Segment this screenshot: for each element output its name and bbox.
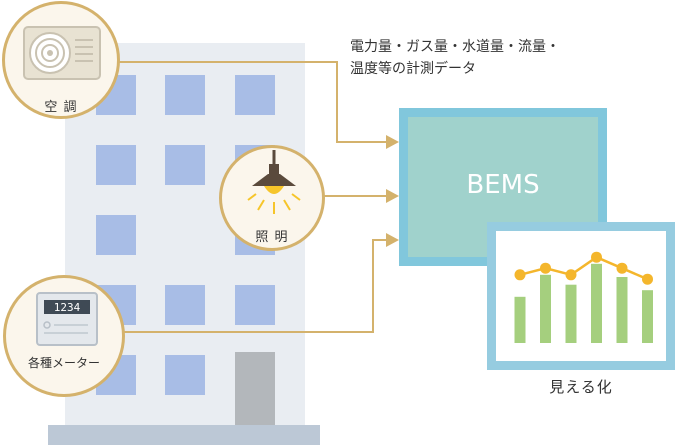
lighting-circle: 照 明 [219, 145, 325, 251]
chart-bar [642, 290, 653, 343]
building-window [165, 145, 205, 185]
chart-point [565, 269, 577, 281]
arrowhead-meters [386, 233, 399, 247]
chart-bar [565, 284, 577, 343]
bems-label: BEMS [466, 170, 540, 200]
meters-label: 各種メーター [27, 356, 100, 370]
connector-air-conditioning [118, 61, 388, 143]
air-conditioning-circle: 空 調 [2, 1, 120, 119]
meters-circle: 1234 各種メーター [3, 275, 125, 397]
visualization-mini-chart [514, 251, 653, 343]
building-window [165, 75, 205, 115]
arrowhead-lighting [386, 189, 399, 203]
arrowhead-air-conditioning [386, 135, 399, 149]
chart-bar [616, 277, 628, 343]
measurement-data-caption: 電力量・ガス量・水道量・流量・ 温度等の計測データ [350, 39, 560, 77]
chart-point [514, 269, 526, 281]
chart-bar [540, 274, 551, 343]
air-conditioner-icon [23, 26, 101, 80]
building-window [165, 285, 205, 325]
chart-point [642, 273, 653, 285]
air-conditioning-label: 空 調 [44, 100, 78, 115]
chart-point [591, 251, 602, 263]
ceiling-lamp-icon [247, 150, 301, 214]
ground [48, 425, 320, 445]
chart-point [616, 262, 628, 274]
building-window [165, 355, 205, 395]
chart-bar [591, 263, 602, 343]
lighting-label: 照 明 [255, 230, 289, 245]
building-window [235, 285, 275, 325]
building-window [96, 215, 136, 255]
chart-line [519, 255, 648, 281]
meter-icon: 1234 [36, 292, 98, 346]
chart-point [540, 262, 551, 274]
building-window [235, 75, 275, 115]
visualization-panel [487, 222, 675, 370]
connector-meters [122, 239, 388, 333]
meter-digits: 1234 [54, 301, 81, 314]
building-door [235, 352, 275, 432]
building-window [96, 145, 136, 185]
visualization-label: 見える化 [549, 378, 613, 396]
chart-bar [514, 296, 526, 343]
